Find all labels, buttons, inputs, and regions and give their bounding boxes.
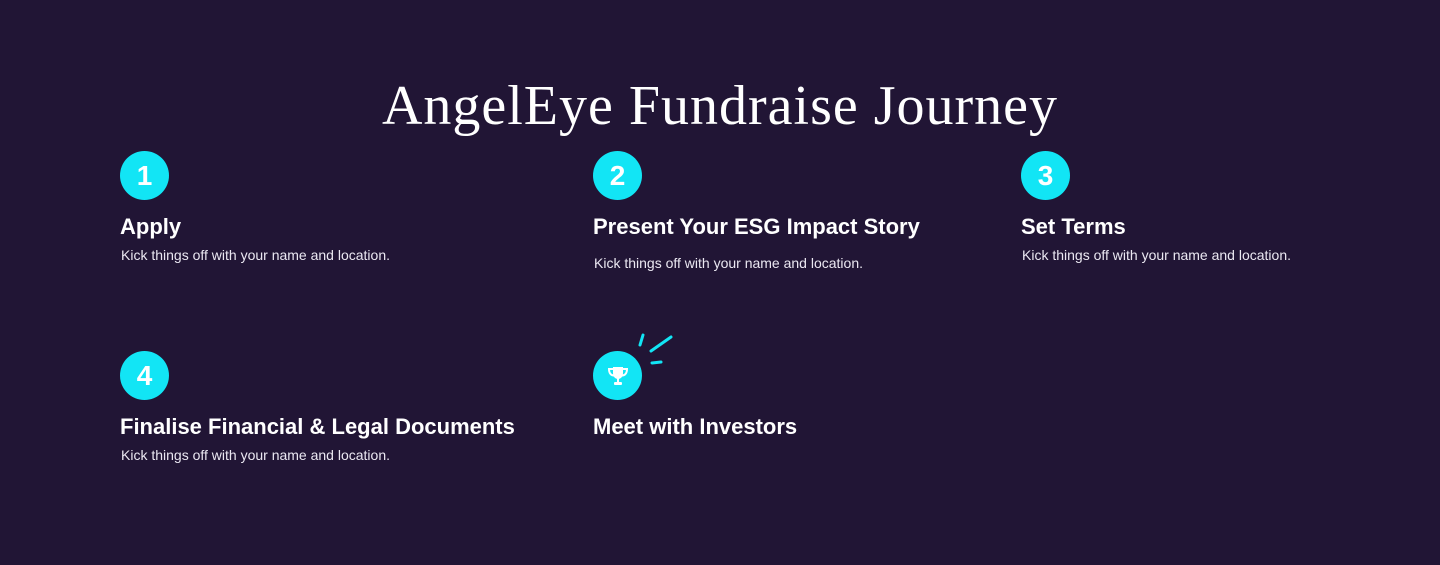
- step-description: Kick things off with your name and locat…: [1022, 247, 1292, 263]
- step-meet-with-investors: Meet with Investors: [593, 333, 1013, 491]
- step-set-terms: 3 Set Terms Kick things off with your na…: [1021, 151, 1421, 291]
- step-finalise-documents: 4 Finalise Financial & Legal Documents K…: [120, 351, 560, 491]
- step-number-badge: 3: [1021, 151, 1070, 200]
- step-description: Kick things off with your name and locat…: [121, 247, 391, 263]
- sparkle-icon: [638, 333, 673, 365]
- step-title: Finalise Financial & Legal Documents: [120, 414, 515, 439]
- step-title: Set Terms: [1021, 214, 1126, 239]
- step-title: Apply: [120, 214, 182, 239]
- step-number-badge: 2: [593, 151, 642, 200]
- step-title: Meet with Investors: [593, 414, 798, 439]
- step-description: Kick things off with your name and locat…: [121, 447, 391, 463]
- step-title: Present Your ESG Impact Story: [593, 214, 920, 239]
- page-title: AngelEye Fundraise Journey: [381, 74, 1059, 137]
- trophy-icon: [607, 366, 628, 385]
- step-number-badge: 4: [120, 351, 169, 400]
- step-apply: 1 Apply Kick things off with your name a…: [120, 151, 540, 291]
- step-description: Kick things off with your name and locat…: [594, 255, 864, 271]
- step-present-esg-impact-story: 2 Present Your ESG Impact Story Kick thi…: [593, 151, 1013, 291]
- trophy-badge: [593, 351, 642, 400]
- step-number-badge: 1: [120, 151, 169, 200]
